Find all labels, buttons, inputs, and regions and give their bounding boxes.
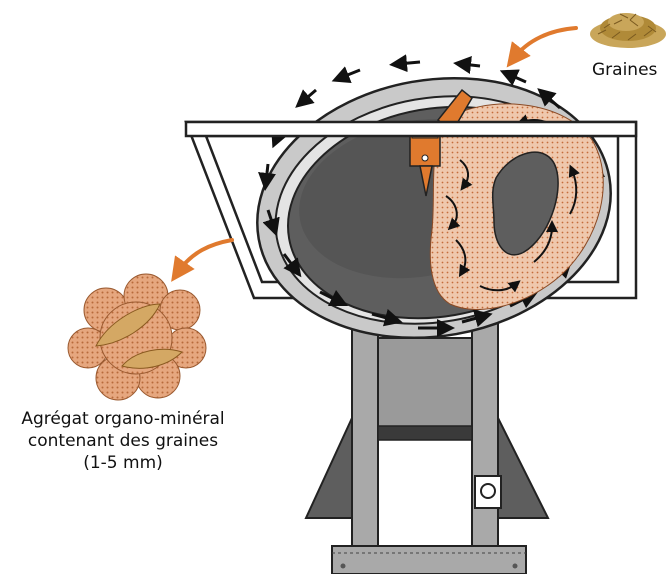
rim-arrow-icon [340,70,360,78]
aggregate-label: Agrégat organo-minéral contenant des gra… [0,408,246,474]
stand-base [332,546,526,574]
rim-arrow-icon [508,74,526,82]
aggregate-label-line2: contenant des graines [0,430,246,452]
stand-left-leg [352,320,378,552]
rim-arrow-icon [266,164,268,182]
stand-rear-brace [378,338,472,428]
seeds-label: Graines [592,59,657,81]
support-stand [306,318,548,574]
rim-arrow-icon [462,64,480,66]
frame-front-bar [186,122,636,136]
aggregate-label-line3: (1-5 mm) [0,452,246,474]
stand-right-fin [498,418,548,518]
feed-arrow-icon [514,28,576,58]
motor-shaft-icon [481,484,495,498]
seed-pile-icon [590,13,666,48]
stand-crossbar [378,426,472,440]
aggregate-granule-icon [68,274,206,400]
stand-left-fin [306,418,352,518]
rim-arrow-icon [302,90,316,102]
bolt-icon [422,155,428,161]
output-arrow-icon [178,240,232,272]
aggregate-label-line1: Agrégat organo-minéral [0,408,246,430]
rim-arrow-icon [398,62,420,64]
stand-right-leg [472,318,498,552]
